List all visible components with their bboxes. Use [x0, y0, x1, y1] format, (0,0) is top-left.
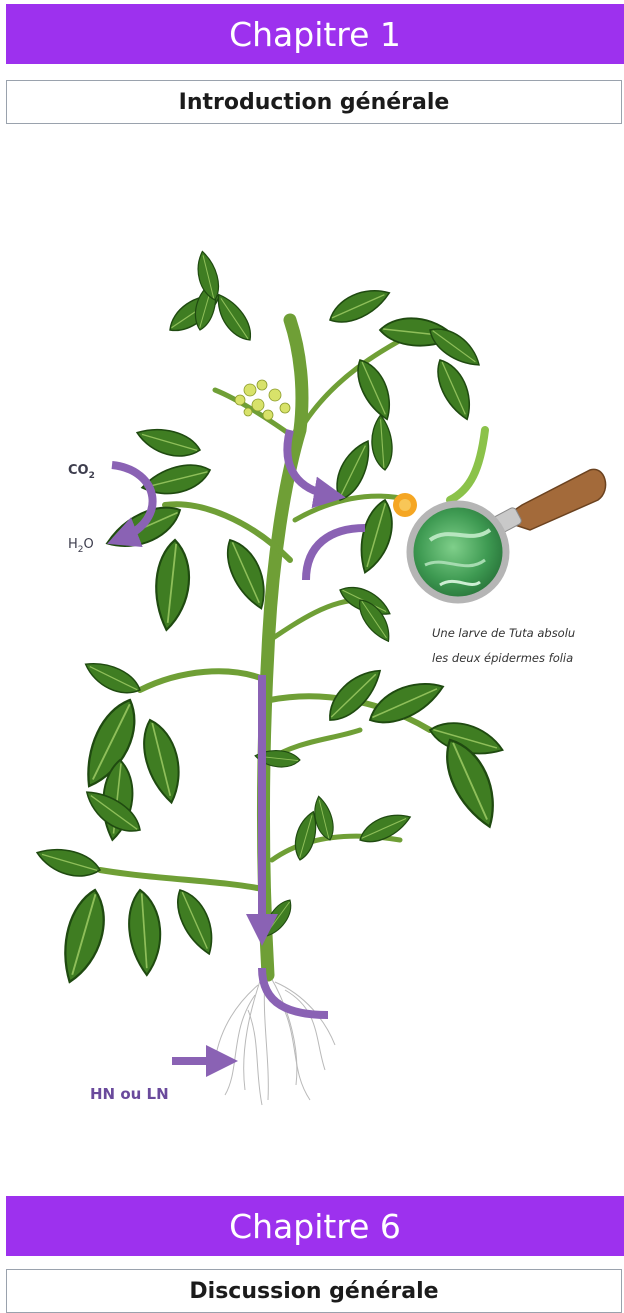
- tuta-damage-spot: [393, 493, 417, 517]
- caption-line-1: Une larve de Tuta absolu: [432, 626, 575, 640]
- chapter-6-banner: Chapitre 6: [6, 1196, 624, 1256]
- co2-label: CO2: [68, 463, 95, 481]
- nitrogen-label: HN ou LN: [90, 1085, 169, 1103]
- chapter-6-subtitle-box: Discussion générale: [6, 1269, 622, 1313]
- roots: [215, 975, 335, 1105]
- chapter-6-title: Chapitre 6: [229, 1207, 401, 1246]
- chapter-6-subtitle: Discussion générale: [189, 1279, 438, 1304]
- magnifying-glass-icon: [410, 469, 606, 600]
- stems: [100, 320, 485, 975]
- leaf-flow-arrow: [306, 528, 365, 580]
- caption-line-2: les deux épidermes folia: [432, 651, 573, 665]
- h2o-label: H2O: [68, 537, 94, 555]
